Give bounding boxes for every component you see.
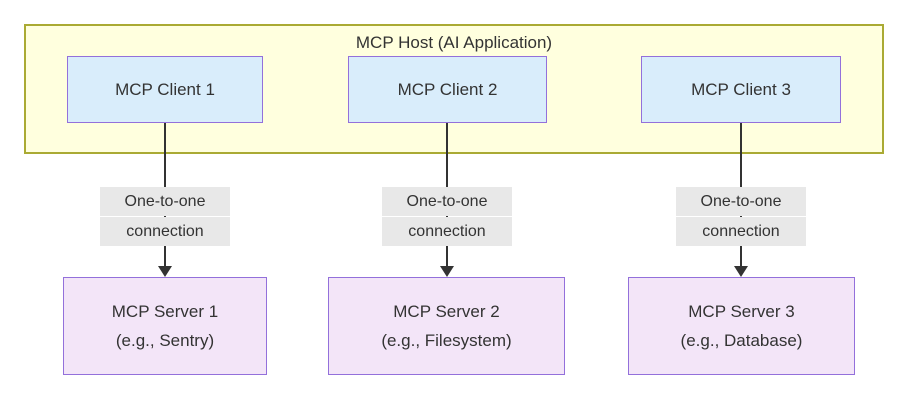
node-label: MCP Server 2 [393, 302, 500, 321]
node-sublabel: (e.g., Database) [680, 331, 803, 350]
arrow-down-icon [440, 266, 454, 277]
node-mcp-server-1: MCP Server 1 (e.g., Sentry) [63, 277, 267, 375]
node-mcp-server-3: MCP Server 3 (e.g., Database) [628, 277, 855, 375]
edge-label-line: One-to-one [382, 187, 512, 216]
edge-label-line: connection [382, 217, 512, 246]
edge-label-line: One-to-one [100, 187, 230, 216]
edge-label-line: One-to-one [676, 187, 806, 216]
node-label: MCP Client 3 [691, 80, 791, 99]
edge-label-connection-2: One-to-one connection [382, 187, 512, 247]
edge-label-line: connection [676, 217, 806, 246]
node-mcp-client-2: MCP Client 2 [348, 56, 547, 123]
node-mcp-server-2: MCP Server 2 (e.g., Filesystem) [328, 277, 565, 375]
arrow-down-icon [158, 266, 172, 277]
edge-label-connection-3: One-to-one connection [676, 187, 806, 247]
node-sublabel: (e.g., Filesystem) [381, 331, 512, 350]
node-sublabel: (e.g., Sentry) [115, 331, 215, 350]
node-mcp-client-1: MCP Client 1 [67, 56, 263, 123]
edge-label-connection-1: One-to-one connection [100, 187, 230, 247]
node-label: MCP Client 1 [115, 80, 215, 99]
arrow-down-icon [734, 266, 748, 277]
node-mcp-client-3: MCP Client 3 [641, 56, 841, 123]
node-label: MCP Server 3 [688, 302, 795, 321]
node-label: MCP Server 1 [111, 302, 219, 321]
mcp-host-title: MCP Host (AI Application) [355, 33, 553, 52]
node-label: MCP Client 2 [397, 80, 498, 99]
edge-label-line: connection [100, 217, 230, 246]
